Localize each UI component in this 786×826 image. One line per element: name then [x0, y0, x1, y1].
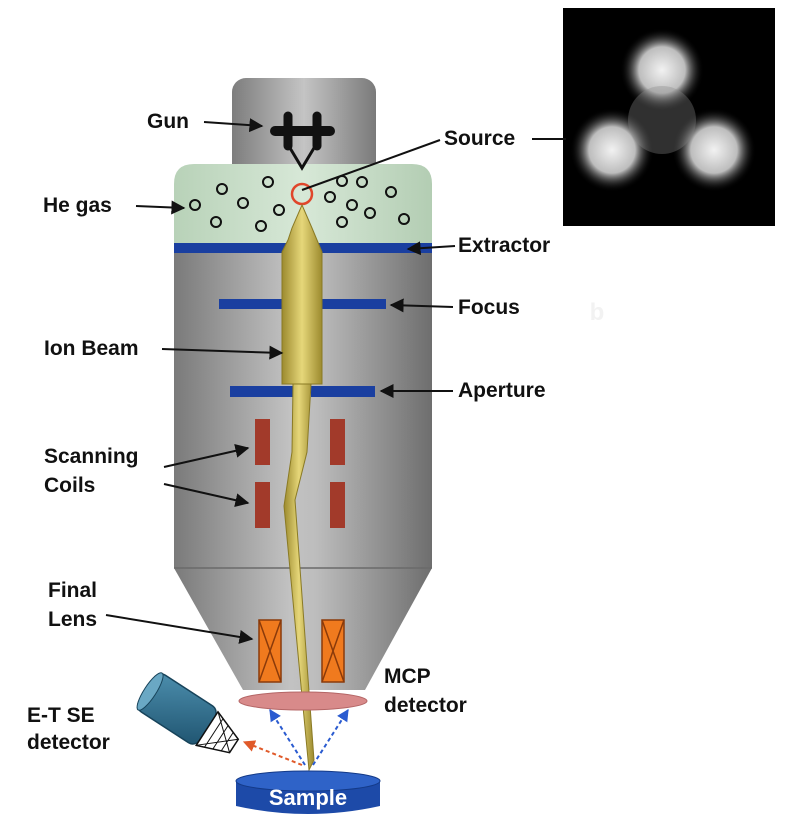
final-lens-arrow [105, 614, 254, 644]
sample-stage [235, 770, 381, 814]
mcp-detector [238, 691, 368, 711]
scanning-coil-upper-left [255, 419, 270, 465]
sample-label: Sample [269, 785, 347, 810]
aperture-plate-left [230, 386, 297, 397]
ion-beam-lower [283, 383, 315, 772]
source-tip-inset [563, 8, 775, 226]
gun-label: Gun [147, 110, 189, 133]
final-lens-label-line2: Lens [48, 608, 97, 631]
focus-arrow [389, 298, 454, 313]
scanning-coil-lower-left [255, 482, 270, 528]
se-path-to-et [242, 740, 303, 766]
mcp-detector-label-line1: MCP [384, 665, 431, 688]
final-lens-label-line1: Final [48, 579, 97, 602]
panel-letter: b [590, 299, 605, 326]
focus-plate-right [322, 299, 386, 309]
ion-beam-arrow [161, 345, 284, 360]
scanning-coils-arrow-lower [163, 483, 250, 508]
focus-plate-left [219, 299, 283, 309]
extractor-arrow [406, 241, 456, 256]
final-lens-right [321, 619, 345, 683]
ion-beam-label: Ion Beam [44, 337, 139, 360]
gun-arrow [203, 118, 264, 133]
scanning-coil-lower-right [330, 482, 345, 528]
et-se-detector-icon [136, 672, 240, 754]
final-lens-left [258, 619, 282, 683]
scanning-coils-label-line1: Scanning [44, 445, 139, 468]
focus-label: Focus [458, 296, 520, 319]
scanning-coils-label-line2: Coils [44, 474, 95, 497]
he-gas-arrow [135, 200, 186, 215]
se-path-right [312, 708, 349, 766]
mcp-detector-label-line2: detector [384, 694, 467, 717]
he-gas-label: He gas [43, 194, 112, 217]
se-path-left [269, 708, 306, 766]
extractor-label: Extractor [458, 234, 550, 257]
et-detector-label-line1: E-T SE [27, 704, 95, 727]
et-detector-label-line2: detector [27, 731, 110, 754]
source-line [301, 139, 441, 191]
scanning-coil-upper-right [330, 419, 345, 465]
gun-filament-icon [270, 111, 335, 171]
source-label: Source [444, 127, 515, 150]
scanning-coils-arrow-upper [163, 443, 250, 468]
aperture-plate-right [311, 386, 375, 397]
aperture-label: Aperture [458, 379, 546, 402]
he-gas-bubbles [189, 175, 410, 232]
